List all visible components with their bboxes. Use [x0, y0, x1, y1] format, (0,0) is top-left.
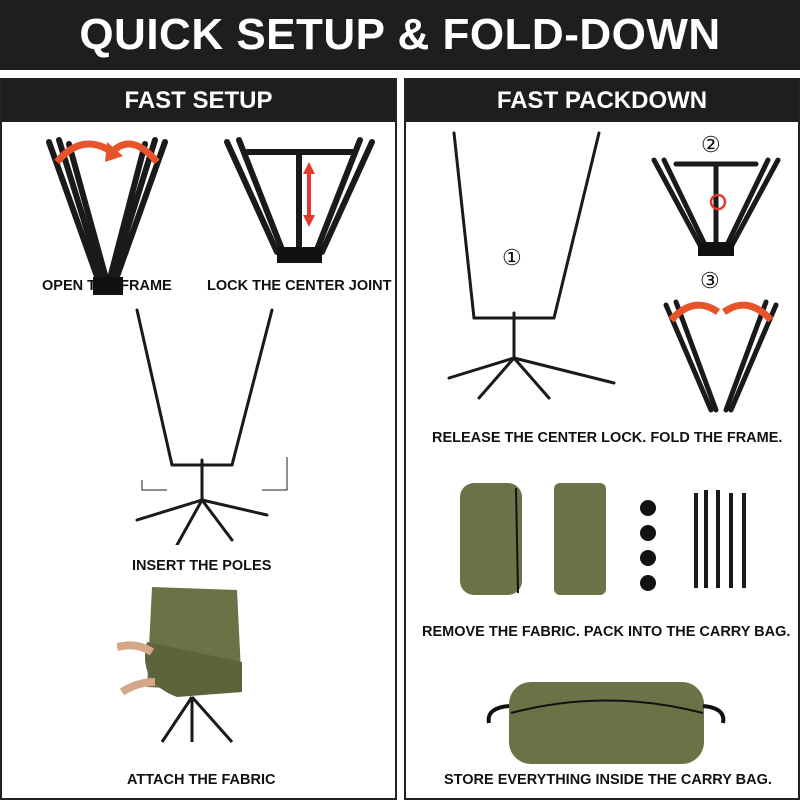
marker-one: ①: [502, 245, 522, 270]
fast-packdown-header: FAST PACKDOWN: [406, 80, 798, 122]
step-open-frame-caption: OPEN THE FRAME: [42, 278, 172, 294]
fast-setup-panel: FAST SETUP OPEN THE FRAME LOCK THE CENTE…: [0, 78, 397, 800]
page-title: QUICK SETUP & FOLD-DOWN: [0, 0, 800, 70]
fast-setup-header: FAST SETUP: [2, 80, 395, 122]
step-attach-fabric-caption: ATTACH THE FABRIC: [127, 772, 276, 788]
attach-fabric-image: [117, 587, 242, 743]
folded-frame-open-image: [46, 137, 168, 295]
marker-two: ②: [701, 132, 721, 157]
fold-step-three-image: [663, 299, 779, 413]
frame-lock-joint-image: [224, 137, 375, 263]
packed-parts-image: [460, 483, 746, 595]
marker-three: ③: [700, 268, 720, 293]
divider: [0, 70, 800, 78]
step-store-caption: STORE EVERYTHING INSIDE THE CARRY BAG.: [444, 772, 772, 788]
fold-step-two-image: [651, 157, 781, 256]
release-frame-image: [447, 131, 616, 400]
step-remove-fabric-caption: REMOVE THE FABRIC. PACK INTO THE CARRY B…: [422, 624, 791, 640]
step-release-caption: RELEASE THE CENTER LOCK. FOLD THE FRAME.: [432, 430, 783, 446]
carry-bag-image: [486, 682, 726, 764]
step-insert-poles-caption: INSERT THE POLES: [132, 558, 272, 574]
step-lock-joint-caption: LOCK THE CENTER JOINT: [207, 278, 392, 294]
fast-packdown-panel: FAST PACKDOWN ① ② ③ RELEASE THE CENTER L…: [404, 78, 800, 800]
insert-poles-image: [135, 308, 288, 545]
